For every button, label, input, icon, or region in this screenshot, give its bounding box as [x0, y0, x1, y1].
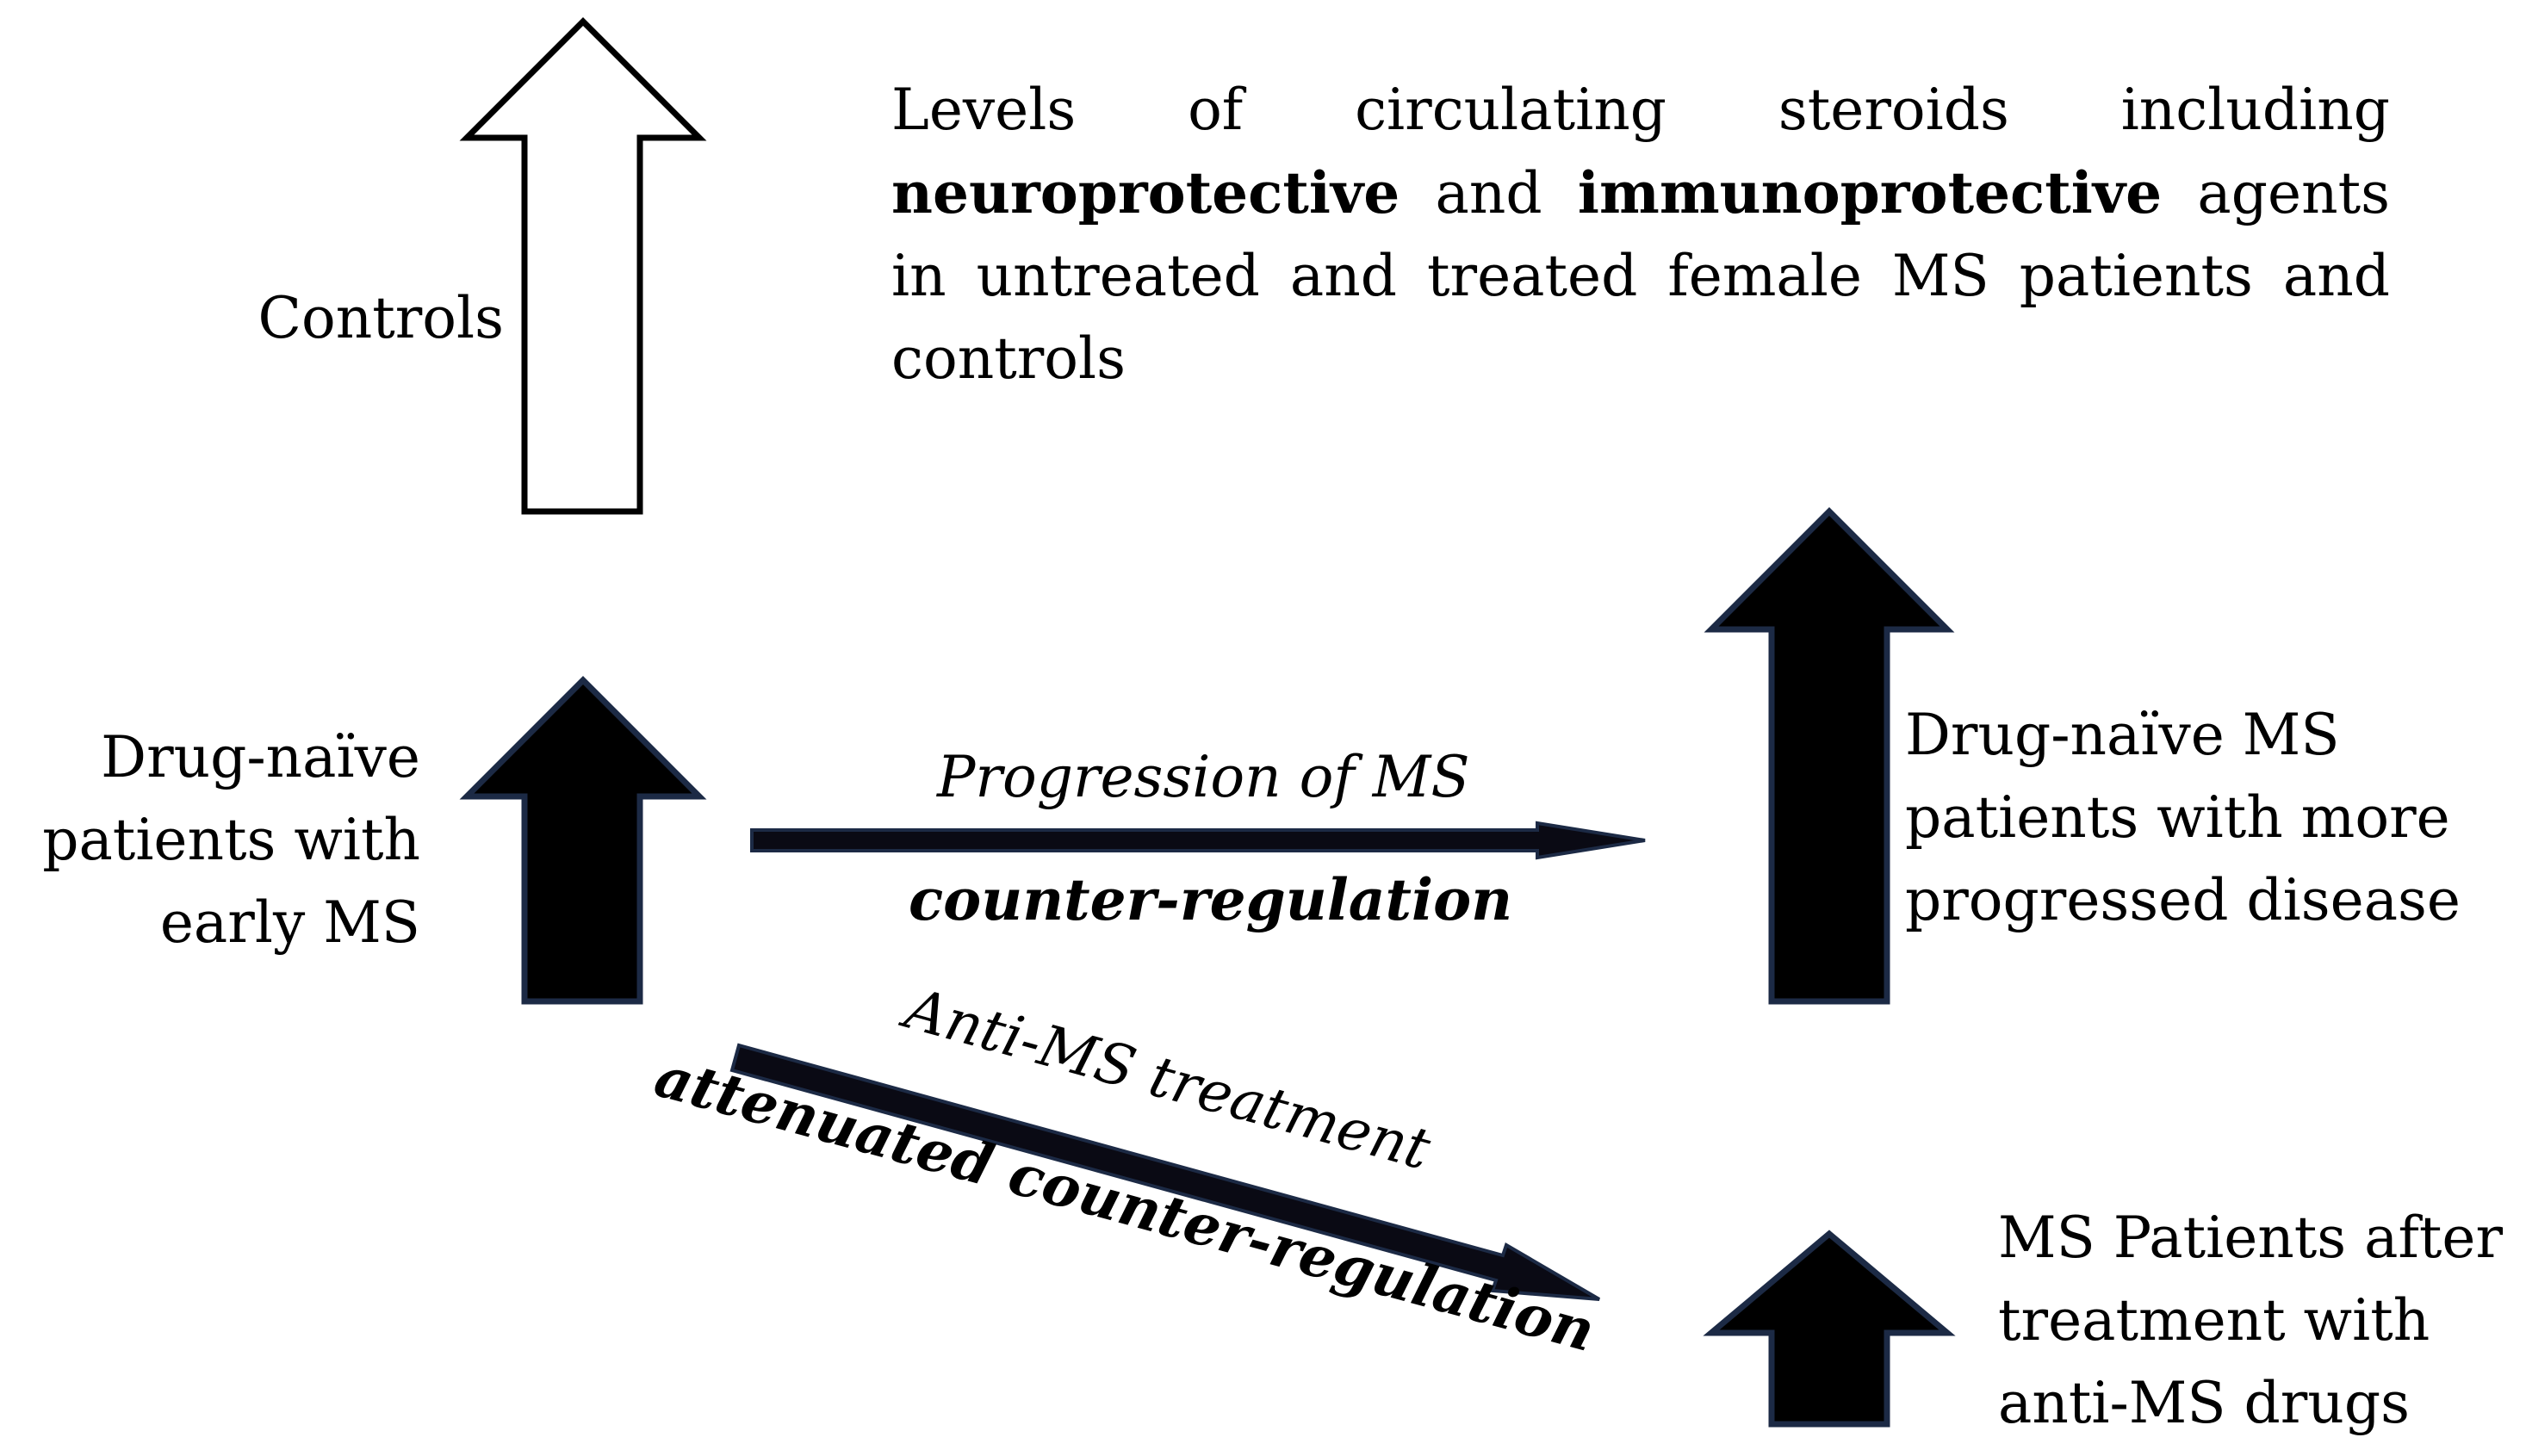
progression-label: Progression of MS	[937, 744, 1470, 810]
immunoprotective-term: immunoprotective	[1577, 159, 2163, 226]
early-ms-label: Drug-naïve patients with early MS	[42, 724, 420, 956]
title-line-3: in untreated and treated female MS patie…	[891, 243, 2390, 309]
treated-level-arrow	[1703, 1230, 1956, 1428]
progression-effect-label: counter-regulation	[909, 866, 1513, 933]
progressed-label: Drug-naïve MS patients with more progres…	[1905, 702, 2461, 933]
treated-label: MS Patients after treatment with anti-MS…	[1998, 1205, 2504, 1436]
progressed-level-arrow	[1704, 507, 1955, 1005]
diagram-title: Levels of circulating steroids including…	[891, 69, 2390, 400]
neuroprotective-term: neuroprotective	[891, 159, 1400, 226]
controls-label: Controls	[258, 285, 504, 351]
progression-arrow	[750, 821, 1646, 860]
title-line-2: neuroprotective and immunoprotective age…	[891, 159, 2390, 226]
treatment-arrow	[729, 1043, 1601, 1301]
early-ms-level-arrow	[459, 676, 707, 1005]
controls-level-arrow	[459, 17, 707, 515]
title-line-1: Levels of circulating steroids including	[891, 77, 2390, 143]
title-line-4: controls	[891, 325, 1126, 392]
